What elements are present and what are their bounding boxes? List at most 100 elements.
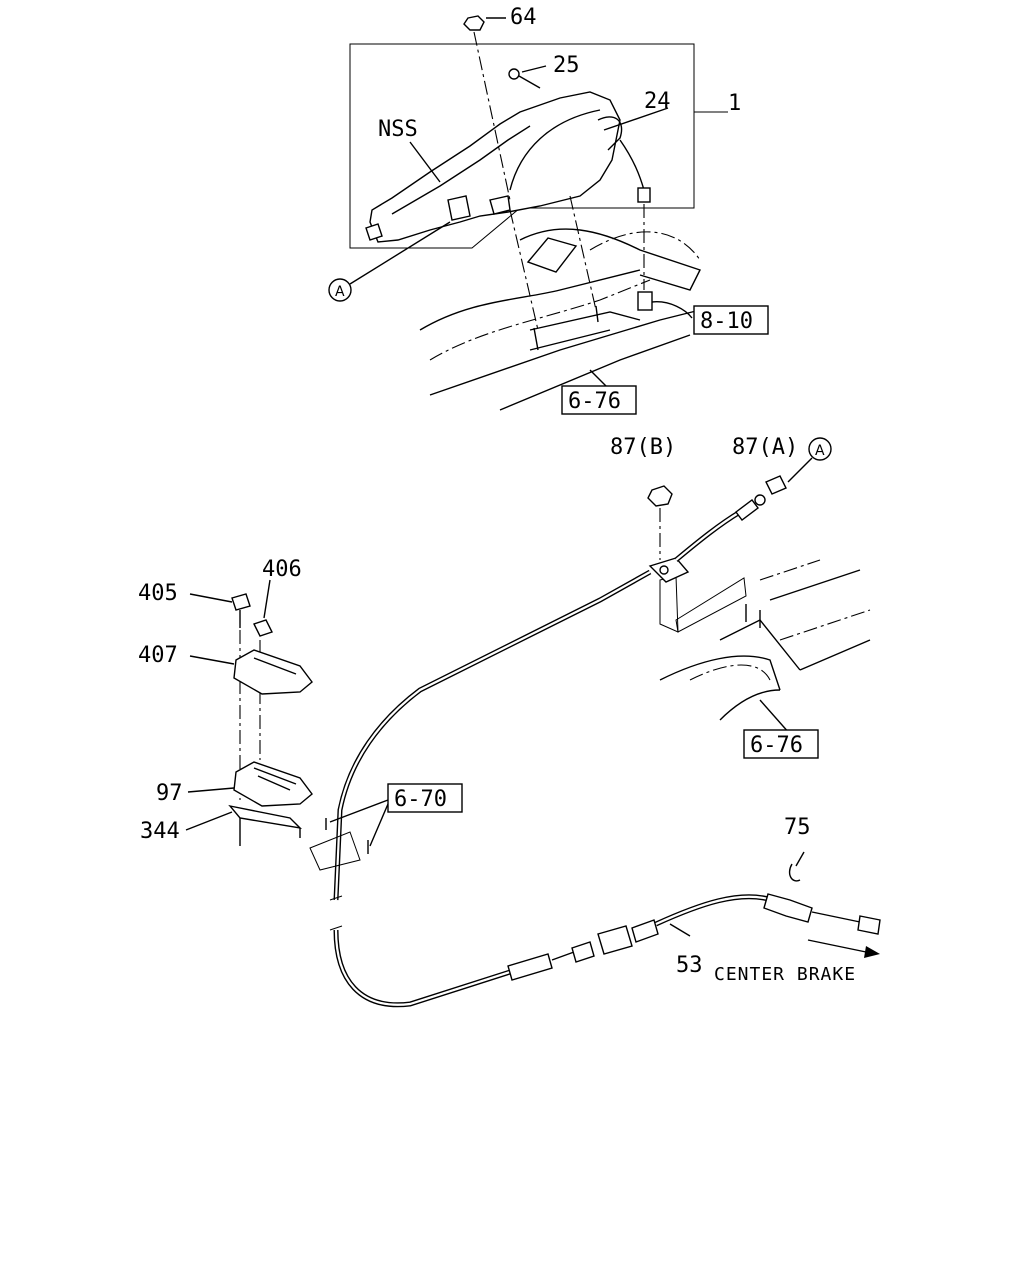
tunnel-top — [519, 228, 701, 291]
floor-right-2 — [799, 639, 871, 671]
lever-slot — [526, 237, 578, 273]
pad-344-edge — [239, 818, 301, 846]
nut-87a — [765, 475, 787, 495]
cable-nut-2 — [631, 919, 659, 943]
mount-plane-side — [659, 575, 679, 633]
ref-6-76-right-text: 6-76 — [750, 733, 803, 758]
cable-end-fitting — [763, 893, 813, 923]
wire-24 — [619, 139, 645, 191]
plate-407 — [233, 649, 313, 695]
floor-edge-1 — [419, 269, 641, 331]
label-center-brake: CENTER BRAKE — [714, 964, 856, 985]
label-1: 1 — [728, 91, 741, 116]
ref-box-6-70: 6-70 — [387, 783, 463, 813]
floor-edge-2 — [429, 309, 701, 396]
direction-arrow-head — [864, 946, 880, 958]
label-87b: 87(B) — [610, 435, 676, 460]
label-405: 405 — [138, 581, 178, 606]
console-clip — [489, 195, 511, 215]
clip-75 — [788, 863, 801, 882]
plate-407-slot — [253, 657, 297, 675]
label-344: 344 — [140, 819, 180, 844]
bracket-97 — [233, 761, 313, 807]
floor-edge-3 — [499, 334, 691, 411]
screw-25 — [508, 68, 520, 80]
label-24: 24 — [644, 89, 671, 114]
leader-407 — [189, 655, 235, 665]
cable-nut-1 — [571, 941, 595, 963]
axis-rear-stud — [569, 195, 597, 311]
console-front-tab — [365, 223, 383, 241]
leader-405 — [189, 593, 233, 603]
label-407: 407 — [138, 643, 178, 668]
circle-a-top: A — [328, 278, 352, 302]
nut-64 — [463, 15, 485, 31]
label-97: 97 — [156, 781, 183, 806]
leader-8-10 — [651, 301, 693, 319]
ref-box-8-10: 8-10 — [693, 305, 769, 335]
floor-right-1 — [769, 569, 861, 601]
mount-6-70 — [309, 831, 361, 871]
leader-6-70 — [329, 799, 389, 847]
cable-main — [333, 569, 652, 901]
cable-adjuster — [597, 925, 633, 955]
cable-end-clevis — [857, 915, 881, 935]
mount-studs — [745, 604, 761, 628]
label-87a: 87(A) — [732, 435, 798, 460]
cable-sleeve — [507, 953, 553, 981]
mount-plate-2 — [529, 329, 611, 351]
cable-break — [329, 895, 343, 931]
circle-a-right-text: A — [815, 443, 825, 459]
ref-6-70-text: 6-70 — [394, 787, 447, 812]
leader-406 — [263, 579, 271, 619]
cable-clamp — [648, 557, 690, 583]
console-ridge — [391, 125, 531, 215]
axis-64 — [473, 31, 511, 201]
cable-eyelet — [754, 494, 766, 506]
ref-box-6-76-right: 6-76 — [743, 729, 819, 759]
ref-6-76-top-text: 6-76 — [568, 389, 621, 414]
label-75: 75 — [784, 815, 811, 840]
circle-a-top-text: A — [335, 284, 345, 300]
console-assembly — [349, 15, 728, 411]
nut-406 — [253, 619, 273, 637]
cable-rod — [551, 951, 575, 961]
label-25: 25 — [553, 53, 580, 78]
mount-plane — [675, 577, 747, 633]
cable-assembly — [329, 457, 881, 1008]
mount-plate — [529, 311, 641, 331]
leader-6-76-right — [759, 699, 791, 735]
cable-end-rod — [811, 911, 861, 923]
floor-curve-2 — [719, 689, 781, 721]
floor-right-hidden-2 — [779, 609, 871, 641]
bolt-405-head — [231, 593, 251, 611]
leader-24 — [603, 107, 669, 131]
bracket-97-detail — [253, 767, 297, 791]
console-side-tab — [447, 195, 471, 221]
direction-arrow-shaft — [807, 939, 867, 953]
leader-75 — [795, 851, 805, 867]
leader-nss — [409, 141, 441, 183]
floor-hidden-1 — [429, 279, 651, 361]
ref-box-6-76-top: 6-76 — [561, 385, 637, 415]
floor-curve-hidden — [689, 664, 771, 681]
leader-344 — [185, 811, 233, 831]
axis-64-lower — [509, 209, 539, 331]
label-nss: NSS — [378, 117, 418, 142]
leader-53 — [669, 923, 691, 937]
leader-6-76-top — [589, 369, 609, 389]
studs — [533, 305, 599, 351]
screw-25-shank — [518, 75, 541, 89]
floor-right-hidden-1 — [759, 559, 821, 581]
label-64: 64 — [510, 5, 537, 30]
console-cover — [369, 91, 621, 243]
label-406: 406 — [262, 557, 302, 582]
bracket-stack — [185, 579, 389, 871]
label-53: 53 — [676, 953, 703, 978]
floor-curve-1 — [659, 655, 781, 691]
leader-a-right — [787, 457, 813, 483]
connector-24 — [637, 187, 651, 203]
ref-8-10-text: 8-10 — [700, 309, 753, 334]
